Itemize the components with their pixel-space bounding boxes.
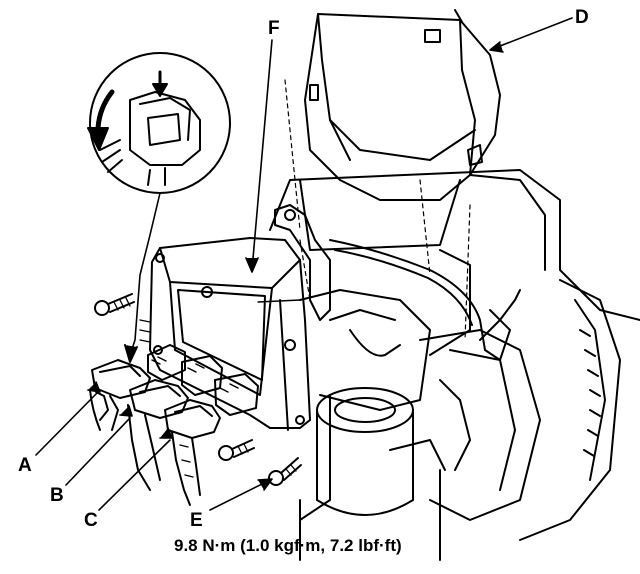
engine-bay-background	[269, 169, 640, 561]
ecm-cover-d	[304, 9, 501, 201]
leader-lines	[35, 17, 573, 511]
harness-connector-a	[89, 359, 151, 431]
callout-c: C	[84, 510, 98, 531]
alignment-dashed-lines	[284, 79, 471, 341]
callout-a: A	[18, 455, 32, 476]
callout-f: F	[268, 18, 280, 39]
harness-connector-b	[127, 379, 189, 491]
callout-b: B	[50, 485, 64, 506]
bolt-lower-mid	[218, 439, 255, 461]
bolt-upper-left	[94, 293, 135, 316]
detail-inset	[87, 52, 231, 363]
harness-connector-c	[164, 399, 221, 506]
ecm-unit-f	[139, 237, 311, 431]
callout-d: D	[575, 7, 589, 28]
bracket-and-harness	[274, 204, 521, 361]
bolt-e	[268, 457, 302, 486]
callout-e: E	[190, 510, 203, 531]
torque-specification: 9.8 N·m (1.0 kgf·m, 7.2 lbf·ft)	[174, 536, 402, 555]
